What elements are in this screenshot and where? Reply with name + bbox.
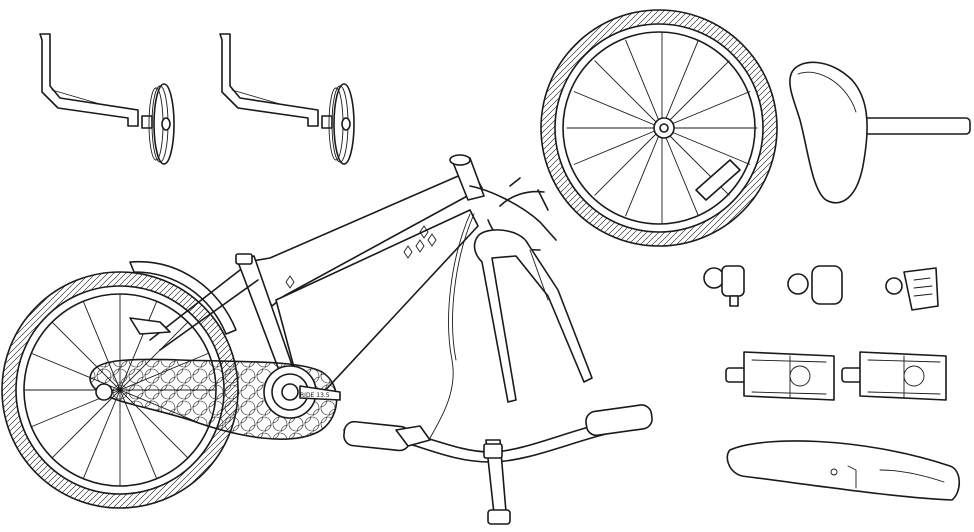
spoke-line xyxy=(594,127,663,196)
reflector-1-icon xyxy=(703,265,745,307)
spoke-line xyxy=(52,389,121,458)
front-wheel-icon xyxy=(540,9,778,247)
spoke-line xyxy=(573,91,663,129)
spoke-line xyxy=(119,389,157,479)
spoke-line xyxy=(573,127,663,165)
saddle-icon xyxy=(789,61,971,204)
reflector-3-icon xyxy=(885,267,939,311)
spoke-line xyxy=(661,39,699,129)
spoke-line xyxy=(661,91,751,129)
spoke-line xyxy=(661,127,699,217)
chainguard-label: RIDE 13.5 xyxy=(300,392,330,399)
spoke-line xyxy=(594,60,663,129)
bicycle-frame-icon: RIDE 13.5 xyxy=(1,154,485,509)
handlebar-icon xyxy=(343,404,653,525)
reflector-2-icon xyxy=(787,265,843,305)
spoke-line xyxy=(661,127,751,165)
training-wheel-right-icon xyxy=(219,33,355,165)
fork-icon xyxy=(473,229,593,403)
pedal-left-icon xyxy=(725,351,835,401)
spoke-line xyxy=(625,127,663,217)
pedal-right-icon xyxy=(841,351,947,401)
training-wheel-left-icon xyxy=(39,33,175,165)
spoke-line xyxy=(661,60,730,129)
mudguard-icon xyxy=(726,440,961,501)
spoke-line xyxy=(83,389,121,479)
spoke-line xyxy=(625,39,663,129)
